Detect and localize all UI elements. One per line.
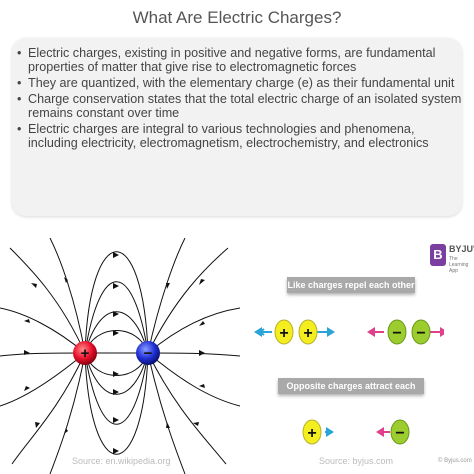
yellow-charge xyxy=(274,319,294,345)
bullet-item: They are quantized, with the elementary … xyxy=(16,76,462,90)
minus-symbol: − xyxy=(395,425,404,442)
yellow-charge xyxy=(298,319,318,345)
plus-symbol: + xyxy=(307,425,316,442)
bullet-list: Electric charges, existing in positive a… xyxy=(16,46,462,152)
negative-charge xyxy=(136,341,160,365)
repel-illustration: + + − − xyxy=(254,319,444,345)
attract-illustration: + − xyxy=(302,419,410,445)
diagram-source: Source: en.wikipedia.org xyxy=(72,456,171,466)
bullet-item: Electric charges, existing in positive a… xyxy=(16,46,462,74)
byjus-logo: B xyxy=(430,244,446,266)
repel-banner: Like charges repel each other xyxy=(287,277,415,293)
copyright: © Byjus.com xyxy=(438,458,472,464)
attract-banner: Opposite charges attract each other xyxy=(278,378,424,407)
positive-charge xyxy=(73,341,97,365)
green-charge xyxy=(390,419,410,445)
brand-name: BYJU'S xyxy=(449,244,474,254)
minus-symbol: − xyxy=(416,325,425,342)
green-charge xyxy=(411,319,431,345)
green-charge xyxy=(387,319,407,345)
infographic-source: Source: byjus.com xyxy=(319,456,394,466)
bullet-item: Electric charges are integral to various… xyxy=(16,122,462,150)
minus-symbol: − xyxy=(392,325,401,342)
plus-symbol: + xyxy=(279,325,288,342)
field-lines-diagram: + − xyxy=(0,238,240,474)
bullet-item: Charge conservation states that the tota… xyxy=(16,92,462,120)
brand-tagline: The Learning App xyxy=(449,256,469,274)
positive-symbol: + xyxy=(81,345,90,362)
negative-symbol: − xyxy=(144,345,153,362)
plus-symbol: + xyxy=(303,325,312,342)
page-title: What Are Electric Charges? xyxy=(132,8,342,27)
yellow-charge xyxy=(302,419,322,445)
